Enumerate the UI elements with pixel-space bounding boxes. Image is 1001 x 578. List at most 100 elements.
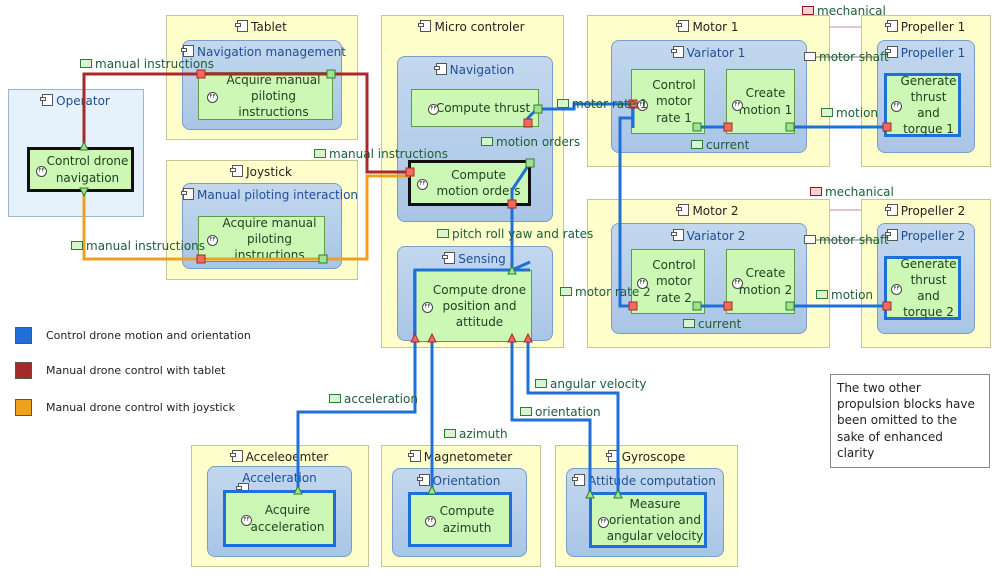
exchange-label[interactable]: orientation <box>520 405 601 419</box>
compute-motion-orders-function[interactable]: FF Compute motion orders <box>408 160 531 206</box>
exchange-text: motion <box>831 288 874 302</box>
exchange-label[interactable]: angular velocity <box>535 377 647 391</box>
function-icon: FF <box>732 278 743 289</box>
function-icon: FF <box>637 278 648 289</box>
legend-swatch-red <box>15 362 32 379</box>
function-icon: FF <box>428 104 439 115</box>
measure-orientation-function[interactable]: FF Measure orientation and angular veloc… <box>589 492 707 548</box>
exchange-icon <box>329 394 341 403</box>
exchange-icon <box>437 229 449 238</box>
function-icon: FF <box>417 179 428 190</box>
exchange-label[interactable]: current <box>691 138 749 152</box>
acquire-manual-tablet-function[interactable]: FF Acquire manual piloting instructions <box>198 72 333 120</box>
exchange-text: current <box>698 317 742 331</box>
exchange-text: motor shaft <box>819 50 889 64</box>
exchange-icon <box>821 108 833 117</box>
exchange-text: motion orders <box>496 135 581 149</box>
exchange-text: manual instructions <box>95 57 215 71</box>
propeller1-title: Propeller 1 <box>900 20 966 34</box>
variator1-title: Variator 1 <box>686 46 746 60</box>
exchange-text: manual instructions <box>329 147 449 161</box>
generate-thrust1-function[interactable]: FF Generate thrust and torque 1 <box>884 73 961 137</box>
exchange-text: motor rate 2 <box>575 285 651 299</box>
gyroscope-title: Gyroscope <box>621 450 686 464</box>
function-label: Control motor rate 2 <box>652 258 696 305</box>
create-motion2-function[interactable]: FF Create motion 2 <box>726 249 795 314</box>
motor2-title: Motor 2 <box>692 204 739 218</box>
exchange-text: orientation <box>535 405 601 419</box>
component-icon <box>884 20 898 32</box>
exchange-icon <box>444 429 456 438</box>
function-label: Compute azimuth <box>439 504 495 535</box>
motor1-title: Motor 1 <box>692 20 739 34</box>
micro-title: Micro controler <box>434 20 525 34</box>
compute-azimuth-function[interactable]: FF Compute azimuth <box>408 492 512 547</box>
exchange-label[interactable]: motor rate 1 <box>557 97 648 111</box>
function-icon: FF <box>598 517 609 528</box>
exchange-text: current <box>706 138 750 152</box>
function-label: Generate thrust and torque 1 <box>900 73 957 137</box>
generate-thrust2-function[interactable]: FF Generate thrust and torque 2 <box>884 256 961 320</box>
exchange-label[interactable]: motion orders <box>481 135 580 149</box>
exchange-icon <box>80 59 92 68</box>
exchange-label[interactable]: mechanical <box>802 4 886 18</box>
exchange-icon <box>71 241 83 250</box>
function-icon: FF <box>422 302 433 313</box>
orientation-title: Orientation <box>432 474 501 488</box>
exchange-icon <box>810 187 822 196</box>
function-label: Control drone navigation <box>46 154 129 185</box>
function-label: Compute motion orders <box>436 167 521 198</box>
exchange-label[interactable]: motor rate 2 <box>560 285 651 299</box>
exchange-label[interactable]: azimuth <box>444 427 508 441</box>
exchange-label[interactable]: pitch roll yaw and rates <box>437 227 593 241</box>
note-text: The two other propulsion blocks have bee… <box>837 381 975 460</box>
exchange-icon <box>560 287 572 296</box>
legend-swatch-orange <box>15 399 32 416</box>
control-drone-navigation-function[interactable]: FF Control drone navigation <box>27 147 134 192</box>
component-icon <box>884 46 898 58</box>
exchange-label[interactable]: manual instructions <box>314 147 448 161</box>
manual-piloting-title: Manual piloting interaction <box>197 188 359 202</box>
exchange-text: motor shaft <box>819 233 889 247</box>
acquire-acceleration-function[interactable]: FF Acquire acceleration <box>223 490 336 547</box>
propeller2-title: Propeller 2 <box>900 204 966 218</box>
exchange-text: azimuth <box>459 427 508 441</box>
exchange-label[interactable]: motor shaft <box>804 233 889 247</box>
function-icon: FF <box>732 100 743 111</box>
exchange-icon <box>314 149 326 158</box>
exchange-icon <box>535 379 547 388</box>
propeller2-sub-title: Propeller 2 <box>900 229 966 243</box>
exchange-label[interactable]: motor shaft <box>804 50 889 64</box>
create-motion1-function[interactable]: FF Create motion 1 <box>726 69 795 134</box>
exchange-label[interactable]: current <box>683 317 741 331</box>
exchange-label[interactable]: acceleration <box>329 392 418 406</box>
exchange-label[interactable]: motion <box>821 106 878 120</box>
function-label: Generate thrust and torque 2 <box>900 256 957 320</box>
function-icon: FF <box>241 515 252 526</box>
exchange-icon <box>557 99 569 108</box>
note-box[interactable]: The two other propulsion blocks have bee… <box>830 374 990 468</box>
function-label: Acquire acceleration <box>250 503 325 534</box>
variator2-title: Variator 2 <box>686 229 746 243</box>
component-icon <box>181 45 194 57</box>
exchange-label[interactable]: motion <box>816 288 873 302</box>
function-label: Control motor rate 1 <box>652 78 696 125</box>
component-icon <box>416 474 430 486</box>
component-icon <box>230 165 244 177</box>
exchange-label[interactable]: mechanical <box>810 185 894 199</box>
compute-drone-position-function[interactable]: FF Compute drone position and attitude <box>413 270 532 342</box>
joystick-title: Joystick <box>246 165 292 179</box>
component-icon <box>676 204 690 216</box>
component-icon <box>676 20 690 32</box>
exchange-text: angular velocity <box>550 377 647 391</box>
component-icon <box>670 46 684 58</box>
exchange-text: manual instructions <box>86 239 206 253</box>
compute-thrust-function[interactable]: FF Compute thrust <box>411 89 539 127</box>
legend-label: Manual drone control with tablet <box>46 364 226 377</box>
exchange-label[interactable]: manual instructions <box>80 57 214 71</box>
exchange-text: acceleration <box>344 392 418 406</box>
legend-label: Manual drone control with joystick <box>46 401 235 414</box>
component-icon <box>884 204 898 216</box>
exchange-label[interactable]: manual instructions <box>71 239 205 253</box>
